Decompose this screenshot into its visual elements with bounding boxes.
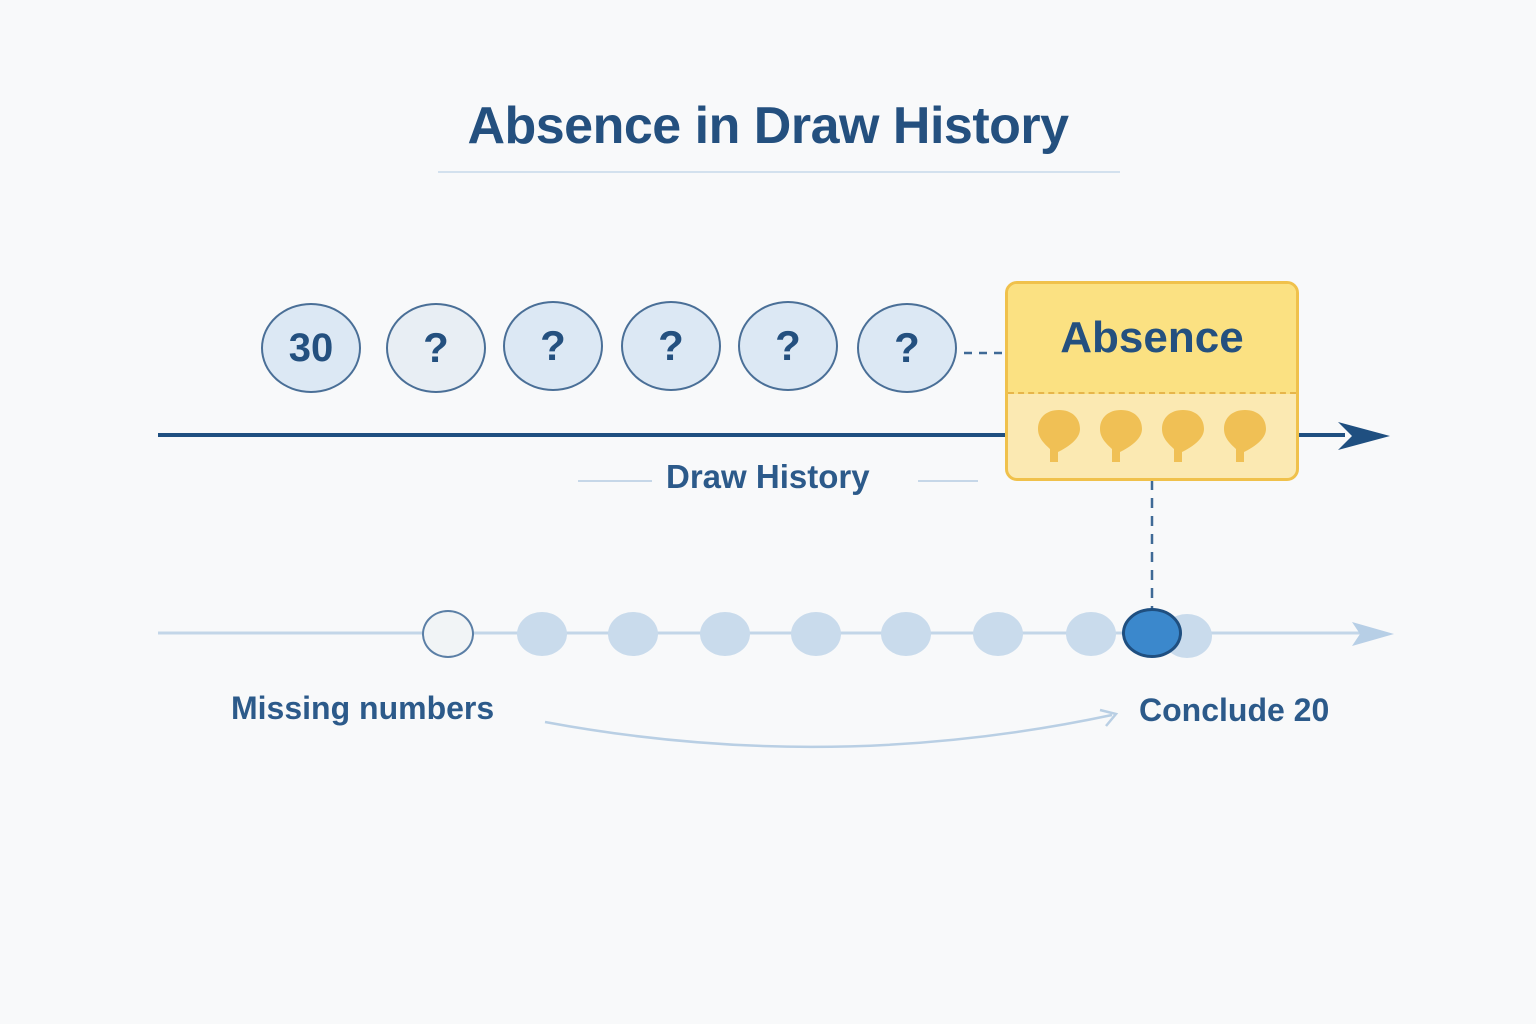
draw-history-arrowhead-icon (1338, 422, 1390, 450)
label-rule-left (578, 480, 652, 482)
title-underline (438, 171, 1120, 173)
draw-ball-unknown: ? (621, 301, 721, 391)
track-dot (608, 612, 658, 656)
absence-box: Absence (1005, 281, 1299, 481)
draw-ball-unknown: ? (503, 301, 603, 391)
conclude-label: Conclude 20 (1139, 692, 1330, 728)
draw-ball-30: 30 (261, 303, 361, 393)
draw-ball-unknown: ? (857, 303, 957, 393)
lightbulb-icon (1100, 410, 1142, 462)
lightbulb-icon (1224, 410, 1266, 462)
track-dot (1066, 612, 1116, 656)
track-dot (881, 612, 931, 656)
curved-arrowhead-icon (1099, 708, 1119, 727)
page-title: Absence in Draw History (467, 97, 1069, 155)
draw-ball-unknown: ? (386, 303, 486, 393)
draw-ball-unknown: ? (738, 301, 838, 391)
track-dot-active (1122, 608, 1182, 658)
label-rule-right (918, 480, 978, 482)
track-dot (517, 612, 567, 656)
curved-arrow (544, 713, 1113, 749)
track-dot-empty (422, 610, 474, 658)
inference-track-arrowhead-icon (1352, 622, 1394, 646)
lightbulb-row (1008, 396, 1296, 476)
lightbulb-icon (1162, 410, 1204, 462)
lightbulb-icon (1038, 410, 1080, 462)
track-dot (973, 612, 1023, 656)
track-dot (700, 612, 750, 656)
track-dot (791, 612, 841, 656)
absence-label: Absence (1008, 284, 1296, 394)
draw-history-label: Draw History (666, 458, 870, 495)
missing-numbers-label: Missing numbers (231, 690, 495, 726)
